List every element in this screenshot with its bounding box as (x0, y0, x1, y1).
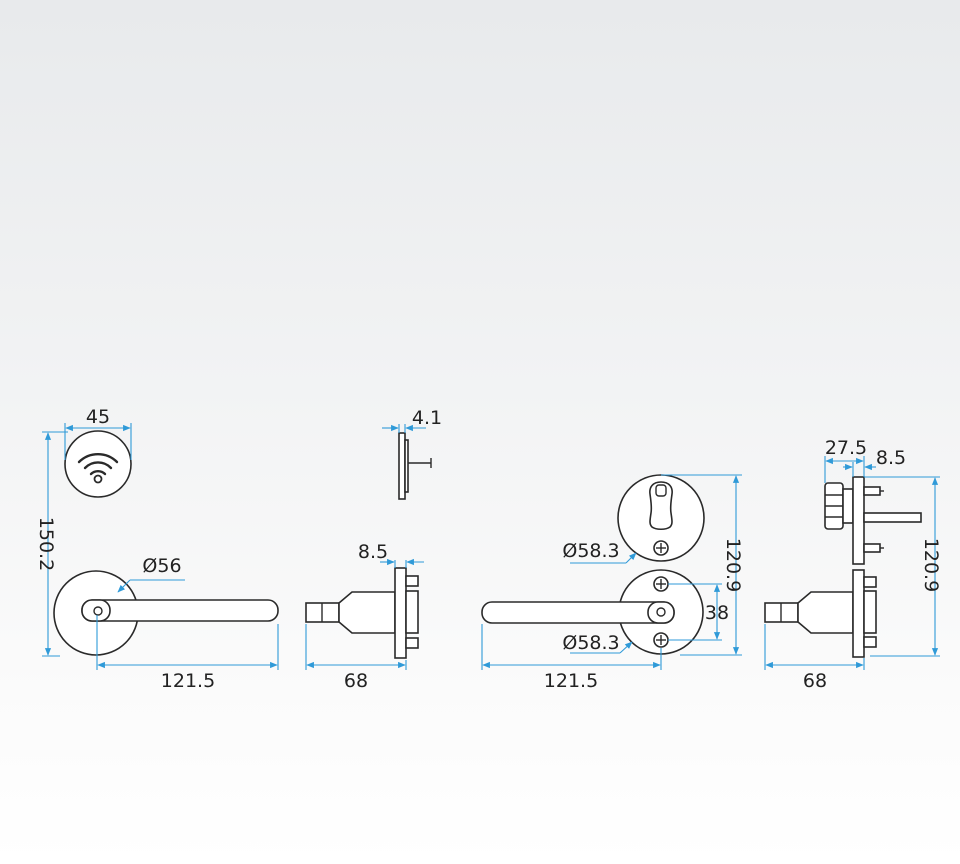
lever-side-right (764, 569, 877, 658)
dim-side-offset: 27.5 (824, 437, 867, 483)
screw-icon (653, 632, 669, 648)
lever-front-left (53, 570, 279, 656)
dim-label-rose-thickness-left: 8.5 (358, 541, 388, 563)
lock-side-top (824, 476, 922, 565)
dim-label-depth-left: 68 (344, 670, 368, 692)
dim-label-rose-left: Ø56 (142, 555, 181, 577)
dim-label-reader-width: 45 (86, 406, 110, 428)
dim-label-lever-length-left: 121.5 (161, 670, 215, 692)
dim-label-escutcheon-height: 120.9 (722, 538, 744, 592)
dim-escutcheon-top: Ø58.3 (562, 540, 637, 564)
dim-label-reader-thickness: 4.1 (412, 407, 442, 429)
screw-icon (653, 576, 669, 592)
dim-label-escutcheon-bottom: Ø58.3 (562, 632, 619, 654)
dim-side-thickness: 8.5 (843, 447, 906, 477)
dim-label-screw-spacing: 38 (705, 602, 729, 624)
dim-label-side-thickness: 8.5 (876, 447, 906, 469)
dim-reader-width: 45 (64, 406, 132, 460)
dim-screw-spacing: 38 (668, 583, 729, 641)
dim-depth-right: 68 (764, 624, 865, 692)
dim-depth-left: 68 (305, 624, 407, 692)
escutcheon-top (617, 474, 705, 562)
lever-front-right (481, 569, 704, 655)
dim-side-height: 120.9 (864, 476, 942, 657)
lever-side-left (305, 567, 419, 659)
dim-escutcheon-bottom: Ø58.3 (562, 632, 633, 654)
dim-total-height: 150.2 (35, 431, 68, 657)
dim-reader-thickness: 4.1 (382, 407, 442, 433)
card-reader-side (398, 432, 432, 500)
dim-label-total-height: 150.2 (35, 517, 57, 571)
dim-lever-length-right: 121.5 (481, 624, 662, 692)
dim-label-depth-right: 68 (803, 670, 827, 692)
wifi-icon (77, 452, 119, 484)
card-reader-front (64, 430, 132, 498)
dim-escutcheon-height: 120.9 (661, 474, 744, 656)
dim-label-lever-length-right: 121.5 (544, 670, 598, 692)
dim-lever-length-left: 121.5 (96, 615, 279, 692)
dim-rose-thickness-left: 8.5 (358, 541, 424, 568)
dim-label-side-height: 120.9 (920, 538, 942, 592)
dim-rose-left: Ø56 (117, 555, 185, 593)
dim-label-escutcheon-top: Ø58.3 (562, 540, 619, 562)
screw-icon (653, 540, 669, 556)
dim-label-side-offset: 27.5 (825, 437, 867, 459)
